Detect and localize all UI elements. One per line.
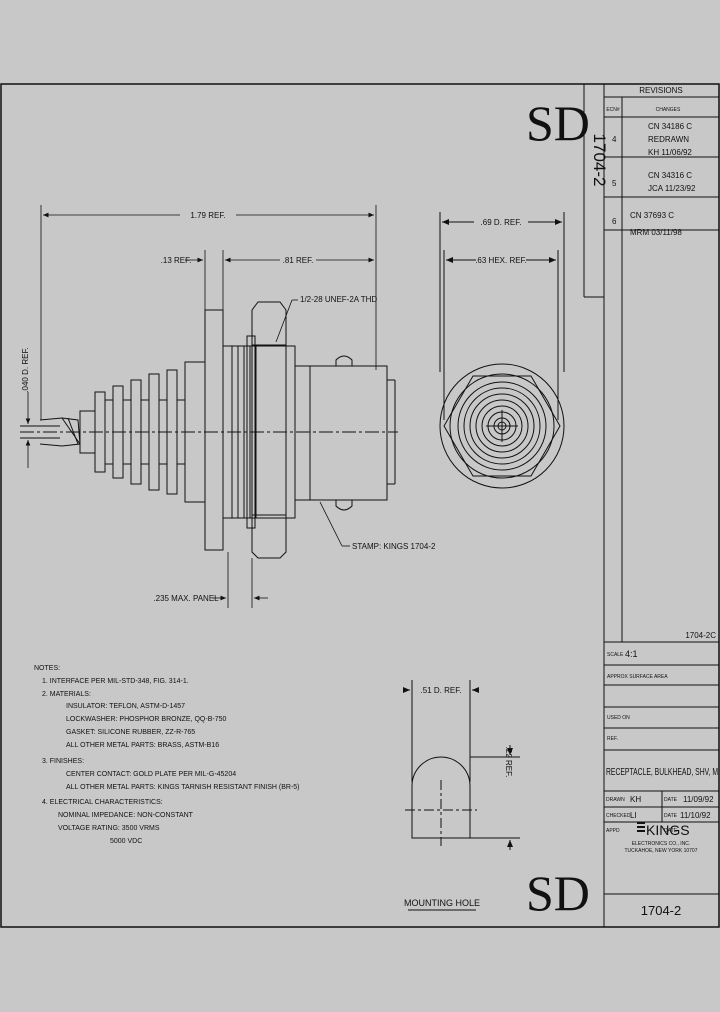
- dim-flange-thickness: .13 REF.: [161, 256, 192, 265]
- dim-hole-flat: .22 REF.: [504, 747, 513, 778]
- rev-5-number: 5: [612, 179, 617, 188]
- company-logo: KINGS: [637, 822, 690, 838]
- company-sub-2: TUCKAHOE, NEW YORK 10707: [625, 848, 698, 854]
- used-on-label: USED ON: [607, 715, 630, 721]
- note-line: NOTES:: [34, 665, 60, 672]
- drawn-label: DRAWN: [606, 797, 625, 803]
- company-name: KINGS: [646, 822, 690, 838]
- revision-block: [583, 84, 719, 927]
- side-view-dimensions: [20, 205, 377, 608]
- mounting-hole-label: MOUNTING HOLE: [404, 898, 480, 908]
- rev-4-number: 4: [612, 135, 617, 144]
- sd-mark-top: SD: [526, 95, 590, 151]
- approved-label: APPD: [606, 828, 620, 834]
- mounting-hole: [403, 680, 520, 911]
- drawn-by: KH: [630, 795, 641, 804]
- note-line: LOCKWASHER: PHOSPHOR BRONZE, QQ-B-750: [66, 716, 226, 723]
- note-line: CENTER CONTACT: GOLD PLATE PER MIL-G-452…: [66, 771, 236, 778]
- scale-label: SCALE: [607, 652, 624, 658]
- drawing-number: 1704-2: [641, 903, 681, 918]
- rev-4-line-1: CN 34186 C: [648, 122, 692, 131]
- rev-4-line-3: KH 11/06/92: [648, 148, 692, 157]
- company-sub-1: ELECTRONICS CO., INC.: [632, 841, 691, 847]
- checked-label: CHECKED: [606, 813, 631, 819]
- approved-date-label: DATE: [664, 828, 678, 834]
- revisions-col-changes: CHANGES: [656, 107, 681, 113]
- stamp-callout: STAMP: KINGS 1704-2: [352, 542, 436, 551]
- note-line: 5000 VDC: [110, 838, 142, 845]
- note-line: 3. FINISHES:: [42, 758, 84, 765]
- ref-label: REF.: [607, 736, 618, 742]
- dim-overall-length: 1.79 REF.: [190, 211, 225, 220]
- mini-drawing-number: 1704-2C: [685, 631, 716, 640]
- note-line: GASKET: SILICONE RUBBER, ZZ-R-765: [66, 729, 195, 736]
- checked-by: LI: [630, 811, 637, 820]
- thread-callout: 1/2-28 UNEF-2A THD: [300, 295, 377, 304]
- rev-6-line-1: CN 37693 C: [630, 211, 674, 220]
- sd-mark-bottom: SD: [526, 865, 590, 921]
- revisions-col-ecn: ECN#: [606, 107, 620, 113]
- front-view: [439, 212, 565, 489]
- company-logo-mark: [637, 822, 645, 832]
- rev-4-line-2: REDRAWN: [648, 135, 689, 144]
- side-view: [20, 301, 398, 559]
- dim-hole-width: .51 D. REF.: [421, 686, 462, 695]
- title-block-grid: [604, 641, 719, 895]
- rev-6-line-2: MRM 03/11/98: [630, 228, 682, 237]
- dim-hex: .63 HEX. REF.: [475, 256, 527, 265]
- part-title: RECEPTACLE, BULKHEAD, SHV, M: [606, 767, 718, 778]
- drawn-date: 11/09/92: [683, 795, 714, 804]
- dim-outer-diameter: .69 D. REF.: [481, 218, 522, 227]
- note-line: VOLTAGE RATING: 3500 VRMS: [58, 825, 160, 832]
- checked-date-label: DATE: [664, 813, 678, 819]
- note-line: 2. MATERIALS:: [42, 691, 91, 698]
- scale-value: 4:1: [625, 649, 638, 659]
- note-line: NOMINAL IMPEDANCE: NON-CONSTANT: [58, 812, 194, 819]
- note-line: ALL OTHER METAL PARTS: BRASS, ASTM-B16: [66, 742, 219, 749]
- note-line: ALL OTHER METAL PARTS: KINGS TARNISH RES…: [66, 784, 300, 791]
- revisions-title: REVISIONS: [639, 86, 683, 95]
- checked-date: 11/10/92: [680, 811, 711, 820]
- drawn-date-label: DATE: [664, 797, 678, 803]
- note-line: INSULATOR: TEFLON, ASTM-D-1457: [66, 703, 185, 710]
- surface-area-label: APPROX SURFACE AREA: [607, 674, 668, 680]
- dim-contact-diameter: .040 D. REF.: [21, 347, 30, 392]
- rev-5-line-2: JCA 11/23/92: [648, 184, 696, 193]
- rev-6-number: 6: [612, 217, 617, 226]
- dim-front-length: .81 REF.: [283, 256, 314, 265]
- notes-block: NOTES: 1. INTERFACE PER MIL-STD-348, FIG…: [34, 665, 300, 845]
- note-line: 4. ELECTRICAL CHARACTERISTICS:: [42, 799, 163, 806]
- side-drawing-number: 1704-2: [590, 134, 609, 187]
- sheet-border: [0, 83, 720, 928]
- dim-max-panel: .235 MAX. PANEL: [153, 594, 219, 603]
- note-line: 1. INTERFACE PER MIL-STD-348, FIG. 314-1…: [42, 678, 189, 685]
- rev-5-line-1: CN 34316 C: [648, 171, 692, 180]
